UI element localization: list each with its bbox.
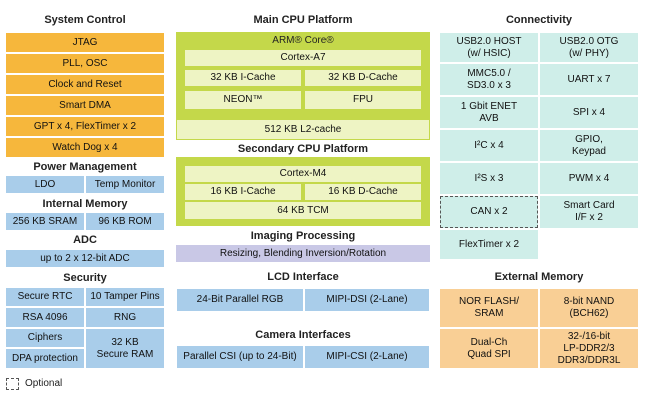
usb-host-block: USB2.0 HOST (w/ HSIC) bbox=[439, 32, 539, 63]
nor-flash-block: NOR FLASH/ SRAM bbox=[439, 288, 539, 328]
secondary-dcache-block: 16 KB D-Cache bbox=[304, 183, 422, 201]
main-icache-block: 32 KB I-Cache bbox=[184, 69, 302, 87]
internal-memory-title: Internal Memory bbox=[42, 198, 128, 210]
secondary-cpu-title: Secondary CPU Platform bbox=[237, 143, 369, 155]
main-dcache-block: 32 KB D-Cache bbox=[304, 69, 422, 87]
adc-title: ADC bbox=[73, 234, 97, 246]
neon-block: NEON™ bbox=[184, 90, 302, 110]
jtag-block: JTAG bbox=[5, 32, 165, 53]
mmc-sd-block: MMC5.0 / SD3.0 x 3 bbox=[439, 63, 539, 96]
optional-legend-label: Optional bbox=[25, 378, 63, 389]
smart-card-block: Smart Card I/F x 2 bbox=[539, 195, 639, 229]
power-management-title: Power Management bbox=[33, 161, 137, 173]
ciphers-block: Ciphers bbox=[5, 328, 85, 348]
gpt-flextimer-block: GPT x 4, FlexTimer x 2 bbox=[5, 116, 165, 137]
rng-block: RNG bbox=[85, 307, 165, 328]
nand-block: 8-bit NAND (BCH62) bbox=[539, 288, 639, 328]
can-block: CAN x 2 bbox=[440, 196, 538, 228]
cortex-m4-block: Cortex-M4 bbox=[184, 165, 422, 183]
mipi-dsi-block: MIPI-DSI (2-Lane) bbox=[304, 288, 430, 312]
sram-block: 256 KB SRAM bbox=[5, 212, 85, 231]
uart-block: UART x 7 bbox=[539, 63, 639, 96]
secure-rtc-block: Secure RTC bbox=[5, 287, 85, 307]
mipi-csi-block: MIPI-CSI (2-Lane) bbox=[304, 345, 430, 369]
optional-legend-swatch bbox=[6, 378, 19, 390]
dpa-protection-block: DPA protection bbox=[5, 348, 85, 369]
tcm-block: 64 KB TCM bbox=[184, 201, 422, 220]
connectivity-title: Connectivity bbox=[505, 14, 572, 26]
parallel-rgb-block: 24-Bit Parallel RGB bbox=[176, 288, 304, 312]
pll-osc-block: PLL, OSC bbox=[5, 53, 165, 74]
imaging-block: Resizing, Blending Inversion/Rotation bbox=[176, 245, 430, 262]
security-title: Security bbox=[63, 272, 107, 284]
ldo-block: LDO bbox=[5, 175, 85, 194]
imaging-processing-title: Imaging Processing bbox=[250, 230, 356, 242]
ddr-block: 32-/16-bit LP-DDR2/3 DDR3/DDR3L bbox=[539, 328, 639, 369]
system-control-title: System Control bbox=[44, 14, 126, 26]
main-cpu-title: Main CPU Platform bbox=[253, 14, 353, 26]
parallel-csi-block: Parallel CSI (up to 24-Bit) bbox=[176, 345, 304, 369]
flextimer-block: FlexTimer x 2 bbox=[439, 229, 539, 260]
camera-interfaces-title: Camera Interfaces bbox=[255, 329, 351, 341]
pwm-block: PWM x 4 bbox=[539, 162, 639, 195]
enet-avb-block: 1 Gbit ENET AVB bbox=[439, 96, 539, 129]
smart-dma-block: Smart DMA bbox=[5, 95, 165, 116]
l2-cache-block: 512 KB L2-cache bbox=[176, 119, 430, 140]
spi-block: SPI x 4 bbox=[539, 96, 639, 129]
adc-block: up to 2 x 12-bit ADC bbox=[5, 249, 165, 268]
temp-monitor-block: Temp Monitor bbox=[85, 175, 165, 194]
i2c-block: I²C x 4 bbox=[439, 129, 539, 162]
gpio-keypad-block: GPIO, Keypad bbox=[539, 129, 639, 162]
lcd-interface-title: LCD Interface bbox=[267, 271, 339, 283]
tamper-pins-block: 10 Tamper Pins bbox=[85, 287, 165, 307]
watchdog-block: Watch Dog x 4 bbox=[5, 137, 165, 158]
i2s-block: I²S x 3 bbox=[439, 162, 539, 195]
cortex-a7-block: Cortex-A7 bbox=[184, 49, 422, 67]
external-memory-title: External Memory bbox=[494, 271, 584, 283]
rsa-block: RSA 4096 bbox=[5, 307, 85, 328]
fpu-block: FPU bbox=[304, 90, 422, 110]
clock-reset-block: Clock and Reset bbox=[5, 74, 165, 95]
secondary-icache-block: 16 KB I-Cache bbox=[184, 183, 302, 201]
arm-core-label: ARM® Core® bbox=[272, 35, 334, 46]
secure-ram-block: 32 KB Secure RAM bbox=[85, 328, 165, 369]
usb-otg-block: USB2.0 OTG (w/ PHY) bbox=[539, 32, 639, 63]
rom-block: 96 KB ROM bbox=[85, 212, 165, 231]
quad-spi-block: Dual-Ch Quad SPI bbox=[439, 328, 539, 369]
